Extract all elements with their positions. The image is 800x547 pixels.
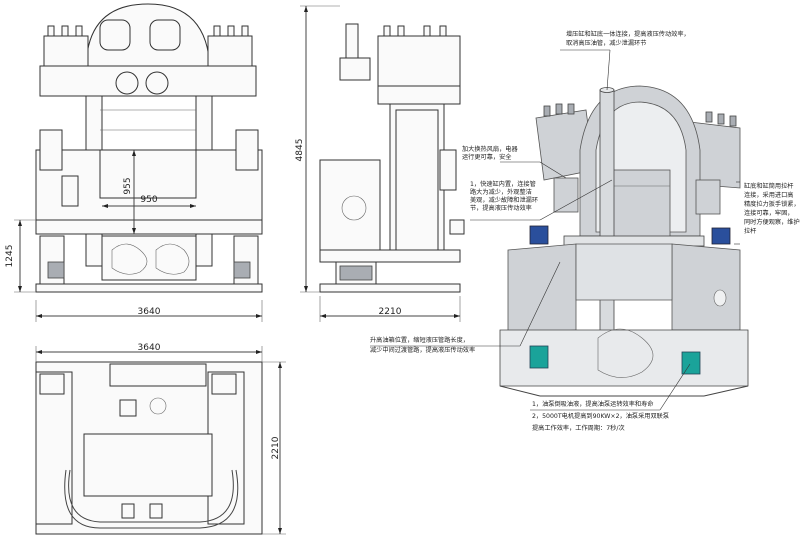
dim-plan-width: 3640 — [138, 343, 161, 353]
dim-total-height: 4845 — [295, 139, 305, 162]
note-fast-cylinder: 1，快速缸内置，连接管 路大为减少，外观整洁 美观，减少故障和泄漏环 节，提高液… — [470, 180, 540, 212]
side-dimensions — [300, 5, 461, 322]
plan-dimensions — [35, 346, 286, 535]
iso-view — [499, 85, 749, 397]
note-booster-cylinder: 增压缸和缸底一体连接，提高液压传动效率， 取消高压油管，减少泄漏环节 — [566, 30, 692, 47]
plan-view — [35, 361, 263, 535]
dim-inner-height: 955 — [123, 177, 133, 194]
dim-front-height-lower: 1245 — [5, 245, 15, 268]
note-tie-rods: 缸底和缸筒用拉杆 连接，采用进口高 精度拉力扳手锁紧， 连接可靠，牢固， 同时方… — [744, 182, 800, 235]
annotations — [370, 49, 740, 411]
front-dimensions — [14, 150, 263, 322]
front-view — [35, 3, 263, 293]
note-oil-pump: 1，油泵倒吸油液，提高油泵运转效率和寿命 2，5000T电机提高到90KW×2，… — [532, 400, 671, 432]
note-oil-tank: 升高油箱位置，缩短液压管路长度， 减少中间过渡管路，提高液压传动效率 — [370, 336, 475, 354]
dim-front-width: 3640 — [138, 307, 161, 317]
dim-inner-width: 950 — [140, 195, 157, 205]
dim-side-depth: 2210 — [379, 307, 402, 317]
dim-plan-depth: 2210 — [271, 436, 281, 459]
side-view — [319, 23, 465, 293]
note-cooling-fan: 加大换热风扇，电器 运行更可靠，安全 — [462, 145, 520, 161]
